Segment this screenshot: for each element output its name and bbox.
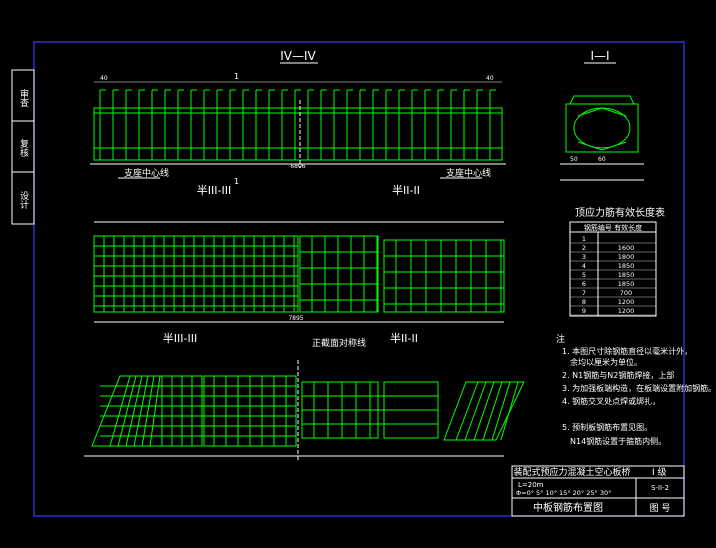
skew-angles: Φ=0° 5° 10° 15° 20° 25° 30° <box>516 489 611 497</box>
table-cell-length: 700 <box>620 289 632 297</box>
skew-bar <box>464 381 487 441</box>
table-cell-length: 1200 <box>618 298 635 306</box>
project-name: 装配式预应力混凝土空心板桥 <box>513 466 630 478</box>
note-6: 5. 预制板钢筋布置见图。 <box>562 422 652 432</box>
strip-label-2: 复核 <box>18 138 29 158</box>
half-plan-bottom-left-title: 半III-III <box>163 331 197 345</box>
table-cell-no: 5 <box>582 271 586 279</box>
table-cell-length: 1200 <box>618 307 635 315</box>
drawing-code: S-II-2 <box>651 484 669 492</box>
table-cell-length: 1850 <box>618 271 635 279</box>
section-i-dim-b: 60 <box>598 156 606 163</box>
skew-bar <box>149 375 161 447</box>
table-cell-length: 1800 <box>618 253 635 261</box>
note-4: 3. 为加强板端构造，在板端设置附加钢筋。 <box>562 383 716 393</box>
half-plan-top-dim-total: 7895 <box>288 315 303 322</box>
table-cell-no: 3 <box>582 253 586 261</box>
outer-frame <box>33 41 685 517</box>
section-iv-elevation <box>90 81 506 168</box>
section-i-dim-a: 50 <box>570 156 578 163</box>
table-cell-no: 7 <box>582 289 586 297</box>
note-7: N14钢筋设置于箍筋内侧。 <box>570 436 666 446</box>
skew-bar <box>473 381 495 441</box>
table-cell-no: 1 <box>582 235 586 243</box>
span-length: L=20m <box>518 481 544 489</box>
skew-bar <box>125 375 143 447</box>
load-grade: I 级 <box>652 466 667 478</box>
table-cell-length: 1850 <box>618 262 635 270</box>
notes-heading: 注 <box>556 333 565 345</box>
section-iv-label-bottom: 1 <box>234 177 239 186</box>
note-3: 2. N1钢筋与N2钢筋焊接，上部 <box>562 370 674 380</box>
section-iv-dim-total: 6806 <box>290 163 305 170</box>
skew-bar <box>455 381 479 441</box>
skew-bar <box>133 375 149 447</box>
table-cell-no: 4 <box>582 262 586 270</box>
table-header: 钢筋编号 有效长度 <box>584 223 642 232</box>
skew-bar <box>500 381 519 441</box>
table-cell-length: 1600 <box>618 244 635 252</box>
skew-bar <box>491 381 511 441</box>
skew-bar <box>117 375 137 447</box>
notes: 注 1. 本图尺寸除钢筋直径以毫米计外， 余均以厘米为单位。 2. N1钢筋与N… <box>556 333 716 446</box>
note-5: 4. 钢筋交叉处点焊或绑扎， <box>562 396 660 406</box>
strip-label-1: 审查 <box>18 88 29 107</box>
half-plan-bottom <box>91 375 525 447</box>
section-i-crosssection <box>565 95 639 153</box>
section-iv-label-top: 1 <box>234 72 239 81</box>
table-cell-length: 1850 <box>618 280 635 288</box>
drawing-no-label: 图 号 <box>650 503 671 514</box>
note-2: 余均以厘米为单位。 <box>570 357 642 367</box>
skew-bar <box>482 381 503 441</box>
drawing-name: 中板钢筋布置图 <box>533 501 603 514</box>
table-cell-no: 2 <box>582 244 586 252</box>
left-strip <box>11 69 35 225</box>
strip-label-3: 设计 <box>18 191 29 210</box>
half-plan-top <box>93 235 505 313</box>
title-block: 装配式预应力混凝土空心板桥 I 级 L=20m Φ=0° 5° 10° 15° … <box>511 465 685 517</box>
half-plan-top-left-title: 半III-III <box>197 183 231 197</box>
skew-bar <box>109 375 131 447</box>
skew-bar <box>141 375 155 447</box>
half-plan-bottom-right-title: 半II-II <box>390 331 418 345</box>
half-plan-top-right-title: 半II-II <box>392 183 420 197</box>
support-center-right: 支座中心线 <box>446 167 491 179</box>
section-iv-title: IV—IV <box>280 49 316 63</box>
table-cell-no: 6 <box>582 280 586 288</box>
table-cell-no: 8 <box>582 298 586 306</box>
section-iv-dim-right: 40 <box>486 75 494 82</box>
table-title: 顶应力筋有效长度表 <box>575 206 665 219</box>
section-i-title: I—I <box>590 49 609 63</box>
support-center-left: 支座中心线 <box>124 167 169 179</box>
symmetry-line-label: 正截面对称线 <box>312 337 366 349</box>
table-cell-no: 9 <box>582 307 586 315</box>
note-1: 1. 本图尺寸除钢筋直径以毫米计外， <box>562 346 692 356</box>
rebar-length-table: 钢筋编号 有效长度 12 1600 3 1800 4 1850 5 1850 6 1850 7 700… <box>569 221 657 317</box>
section-iv-dim-left: 40 <box>100 75 108 82</box>
